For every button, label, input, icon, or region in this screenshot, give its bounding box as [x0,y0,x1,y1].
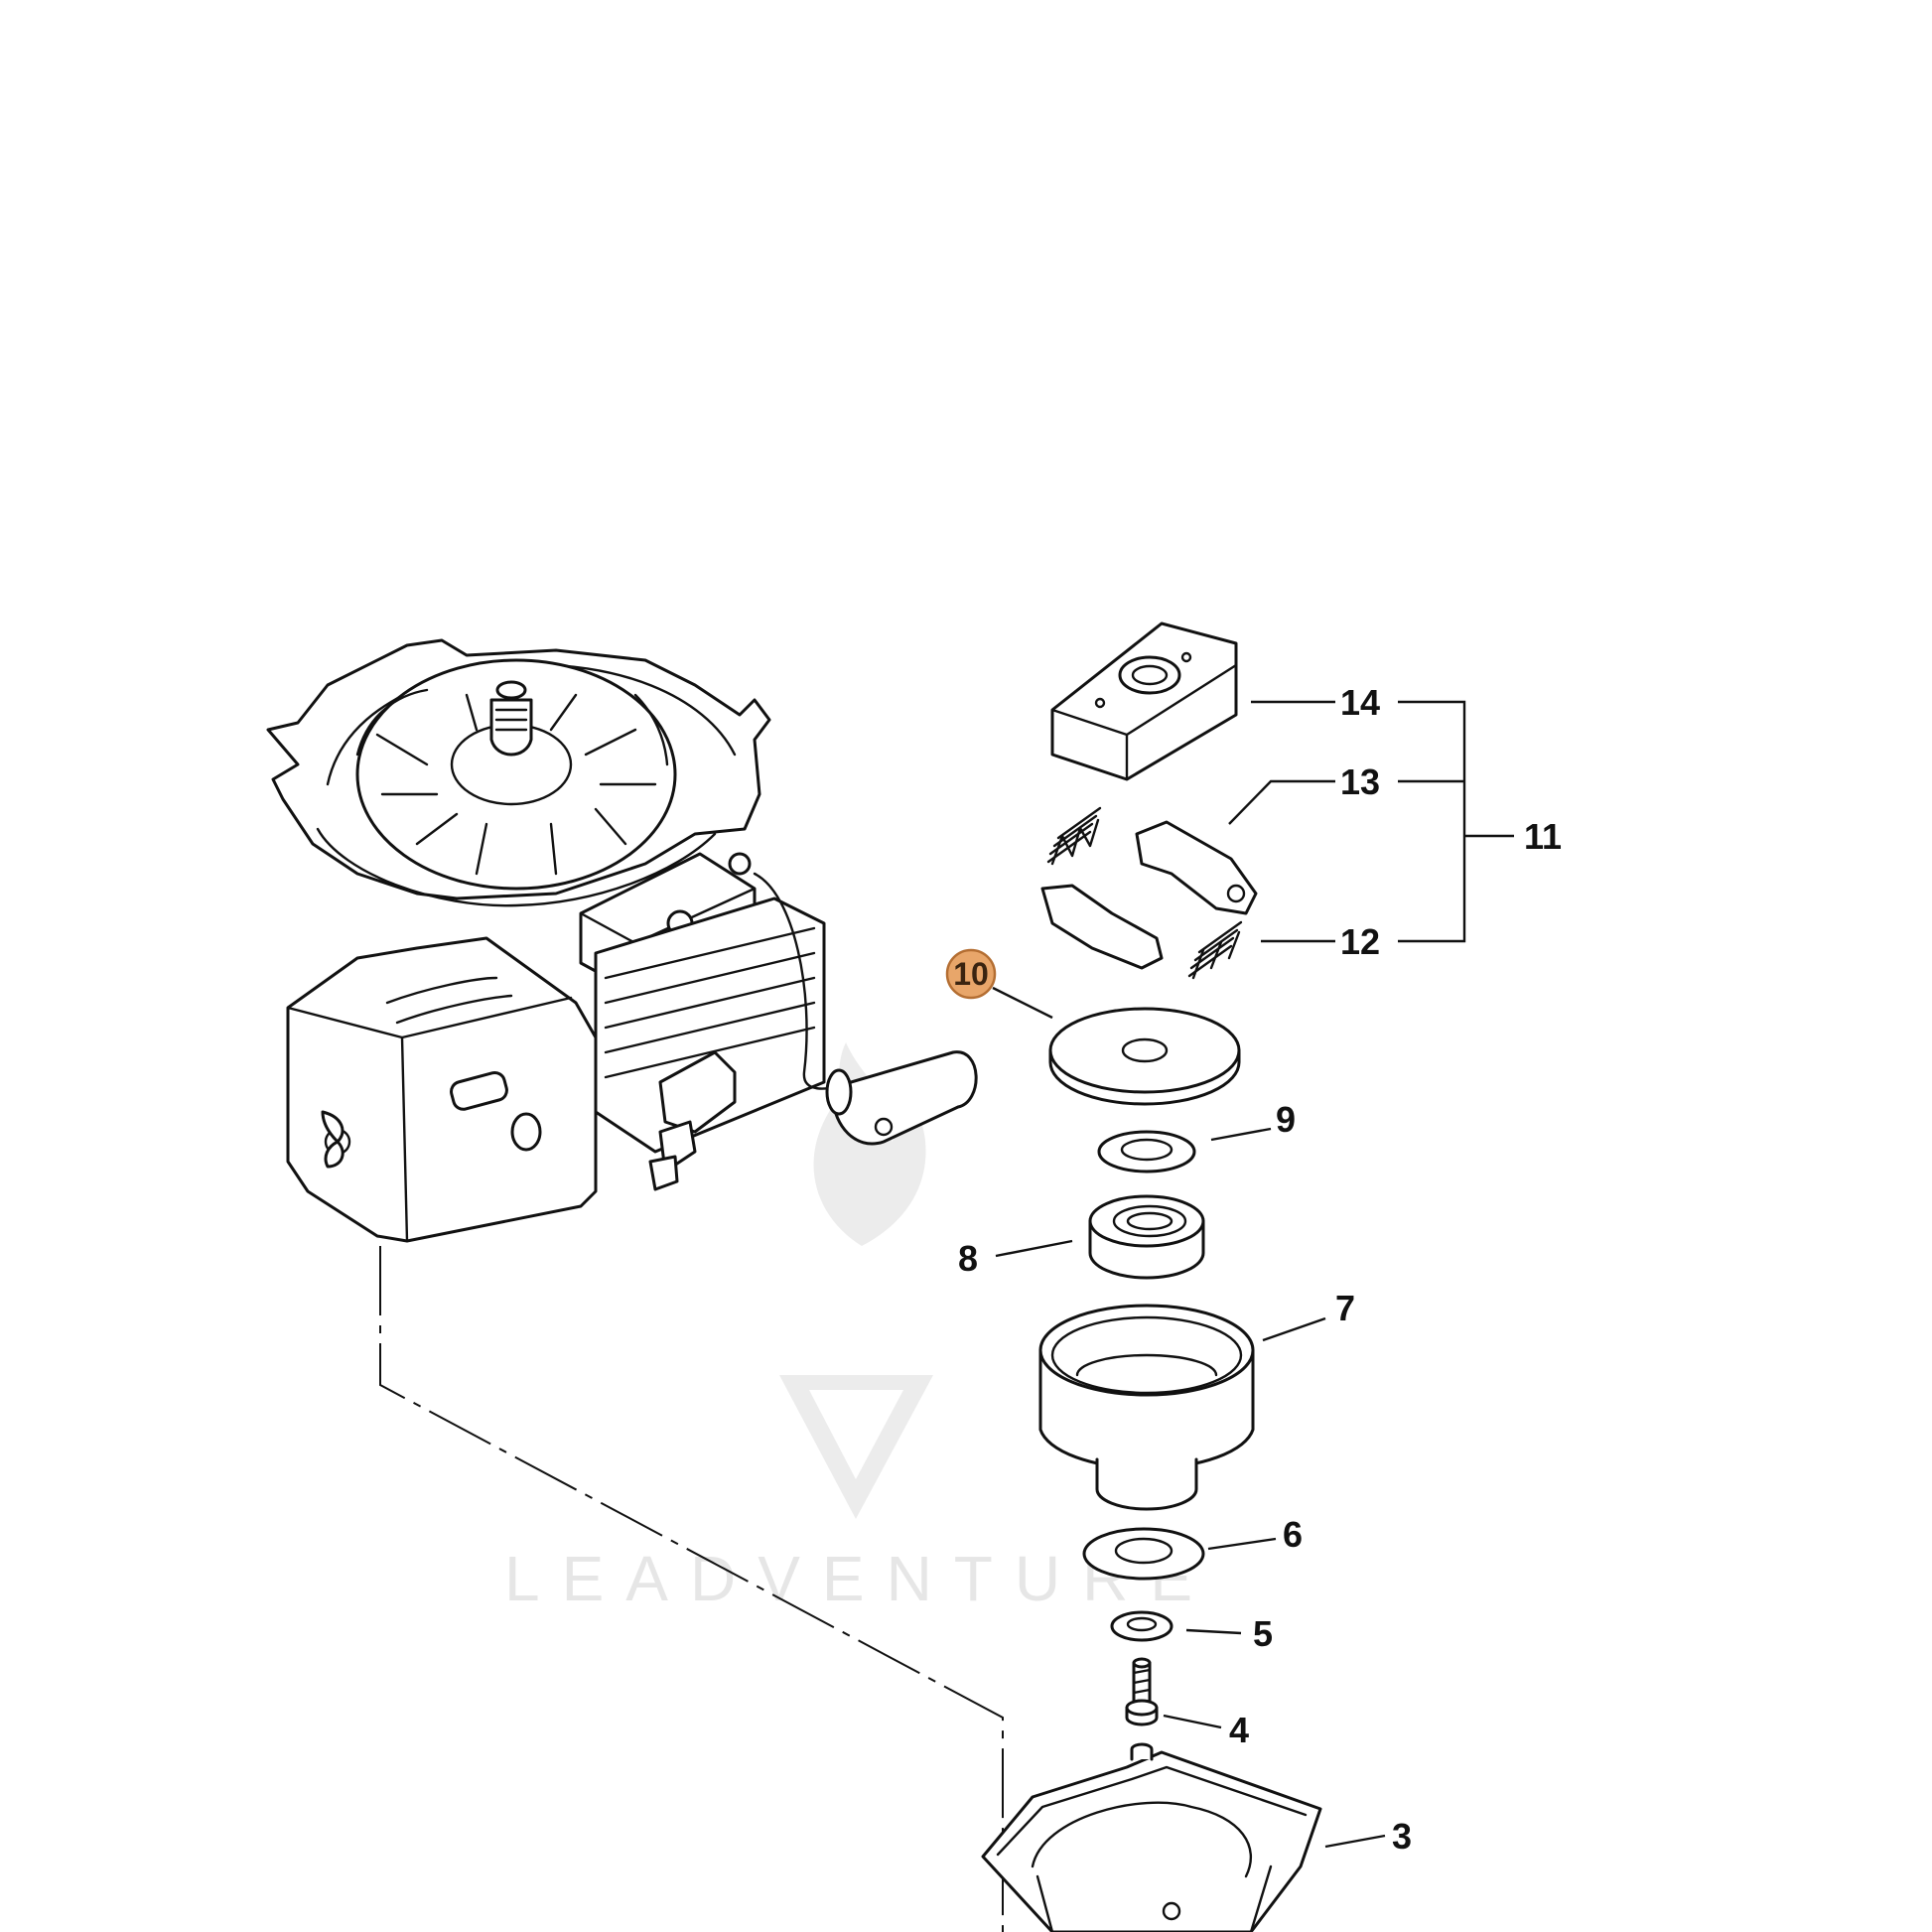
part-8-bearing [1088,1194,1205,1280]
callout-14[interactable]: 14 [1340,682,1380,723]
leader-lines [992,700,1514,1849]
part-3-housing [981,1742,1322,1932]
watermark-text: LEADVENTURE [504,1543,1214,1614]
part-14-cover [1050,621,1238,781]
callout-8[interactable]: 8 [958,1238,978,1279]
alignment-line [379,1246,1004,1932]
callout-9[interactable]: 9 [1276,1099,1296,1140]
callout-10[interactable]: 10 [953,956,989,992]
callout-11[interactable]: 11 [1524,816,1562,857]
part-12-springs [1046,806,1243,980]
callout-10-highlight[interactable] [945,948,997,1000]
part-13-clutch-shoes [1040,820,1258,970]
watermark-v-icon [779,1375,933,1519]
part-4-screw [1125,1657,1159,1726]
part-5-washer [1110,1610,1173,1642]
callout-12[interactable]: 12 [1340,921,1380,962]
callout-5[interactable]: 5 [1253,1613,1273,1654]
callouts: 14 13 11 12 10 9 8 7 6 5 4 3 [945,682,1562,1857]
part-7-clutch-drum [1038,1304,1255,1511]
callout-3[interactable]: 3 [1392,1816,1412,1857]
callout-7[interactable]: 7 [1335,1288,1355,1328]
part-9-washer [1097,1130,1196,1173]
callout-13[interactable]: 13 [1340,761,1380,802]
callout-6[interactable]: 6 [1283,1514,1303,1555]
part-10-washer-plate [1048,1007,1241,1106]
callout-4[interactable]: 4 [1229,1710,1249,1750]
engine-assembly [266,638,978,1243]
part-6-washer [1082,1527,1205,1581]
